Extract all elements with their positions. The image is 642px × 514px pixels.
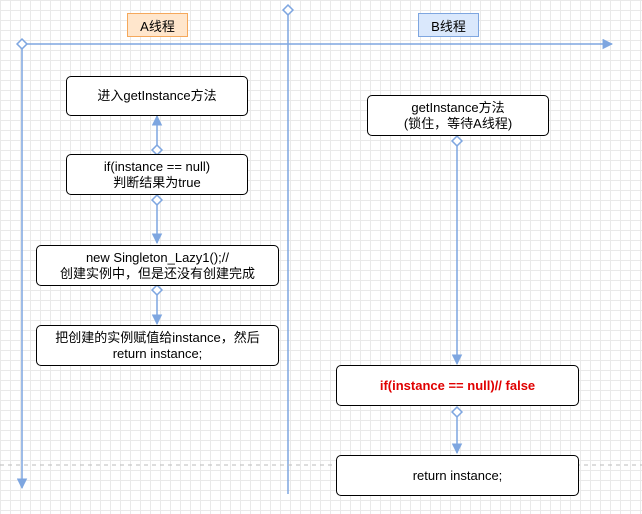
- b-step-return-instance-text: return instance;: [412, 467, 503, 483]
- diamond-separator-top: [281, 3, 295, 17]
- a-step-create-instance-line2: 创建实例中，但是还没有创建完成: [59, 265, 255, 281]
- diamond-b1-bottom: [450, 134, 464, 148]
- a-step-null-check-line2: 判断结果为true: [113, 174, 201, 190]
- diamond-a3-bottom: [150, 283, 164, 297]
- a-step-assign-return: 把创建的实例赋值给instance，然后 return instance;: [36, 325, 279, 366]
- a-step-create-instance-line1: new Singleton_Lazy1();//: [85, 249, 230, 265]
- b-step-locked-wait: getInstance方法 (锁住，等待A线程): [367, 95, 549, 136]
- lane-label-a-text: A线程: [140, 18, 175, 34]
- b-step-return-instance: return instance;: [336, 455, 579, 496]
- a-step-null-check: if(instance == null) 判断结果为true: [66, 154, 248, 195]
- lane-label-b: B线程: [418, 13, 479, 37]
- b-step-locked-wait-line2: (锁住，等待A线程): [403, 115, 513, 131]
- lane-label-a: A线程: [127, 13, 188, 37]
- a-step-null-check-line1: if(instance == null): [103, 158, 211, 174]
- a-step-assign-return-line1: 把创建的实例赋值给instance，然后: [55, 329, 260, 345]
- diamond-b2-bottom: [450, 405, 464, 419]
- a-step-create-instance: new Singleton_Lazy1();// 创建实例中，但是还没有创建完成: [36, 245, 279, 286]
- diamond-a2-bottom: [150, 193, 164, 207]
- a-step-enter-method: 进入getInstance方法: [66, 76, 248, 116]
- diamond-a2-top: [150, 143, 164, 157]
- b-step-null-check-false: if(instance == null)// false: [336, 365, 579, 406]
- b-step-locked-wait-line1: getInstance方法: [411, 99, 505, 115]
- lane-label-b-text: B线程: [431, 18, 466, 34]
- b-step-null-check-false-text: if(instance == null)// false: [379, 377, 536, 393]
- a-step-enter-method-text: 进入getInstance方法: [97, 88, 217, 103]
- diamond-axis-origin: [15, 37, 29, 51]
- a-step-assign-return-line2: return instance;: [112, 345, 203, 361]
